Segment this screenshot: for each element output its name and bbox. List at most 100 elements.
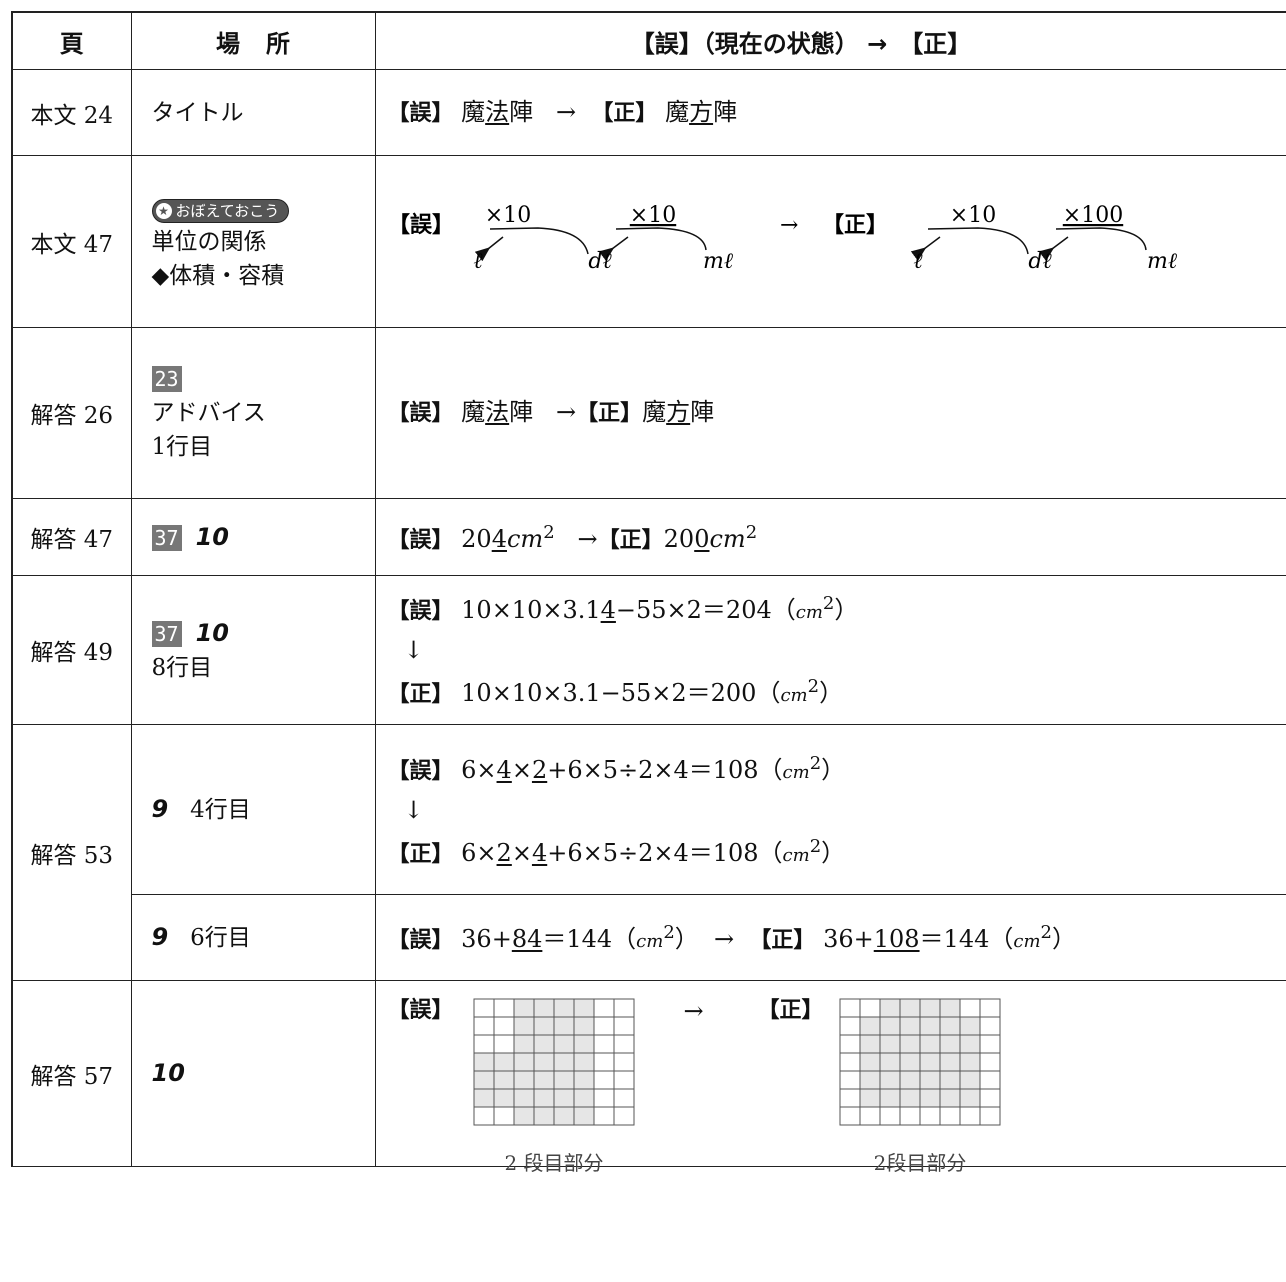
- memo-badge: ★おぼえておこう: [151, 198, 290, 223]
- problem-number-badge: 37: [151, 620, 182, 647]
- grid-cell: [839, 1106, 860, 1126]
- grid-cell: [593, 1016, 614, 1036]
- table-row: 解答 53 9 4行目 【誤】 6×4×2+6×5÷2×4＝108（cm2） ↓…: [11, 724, 1286, 981]
- arrow: →: [780, 213, 798, 238]
- grid-cell: [939, 998, 960, 1018]
- grid-cell: [553, 1052, 574, 1072]
- grid-cell: [859, 1106, 880, 1126]
- grid-cell: [473, 1034, 494, 1054]
- curved-arrow-head: [474, 235, 503, 261]
- grid-figure: [473, 998, 634, 1126]
- grid-cell: [859, 1088, 880, 1108]
- grid-cell: [553, 1088, 574, 1108]
- location-cell: ★おぼえておこう 単位の関係 ◆体積・容積: [130, 155, 376, 328]
- page-cell: 解答 57: [11, 980, 132, 1167]
- grid-cell: [593, 1088, 614, 1108]
- grid-cell: [573, 1106, 594, 1126]
- grid-cell: [513, 1070, 534, 1090]
- right-label: 【正】: [822, 213, 888, 238]
- grid-cell: [553, 1106, 574, 1126]
- grid-cell: [493, 1088, 514, 1108]
- grid-cell: [493, 1070, 514, 1090]
- sub-problem-number: 10: [195, 618, 229, 647]
- grid-cell: [899, 1034, 920, 1054]
- grid-cell: [839, 1034, 860, 1054]
- grid-cell: [879, 1070, 900, 1090]
- wrong-label: 【誤】: [388, 212, 454, 238]
- grid-cell: [979, 1106, 1000, 1126]
- grid-cell: [553, 1034, 574, 1054]
- grid-cell: [573, 1016, 594, 1036]
- wrong-label: 【誤】: [387, 401, 454, 426]
- fix-cell: 【誤】 2 段目部分 → 【正】 2段目部分: [374, 980, 1286, 1175]
- multiplier-label: ×10: [484, 203, 530, 228]
- grid-cell: [859, 998, 880, 1018]
- grid-cell: [493, 1016, 514, 1036]
- header-page: 頁: [11, 11, 132, 70]
- table-row: 本文 24 タイトル 【誤】 魔法陣 → 【正】 魔方陣: [11, 69, 1286, 156]
- right-label: 【正】: [387, 682, 454, 707]
- table-row: 9 6行目 【誤】 36+84＝144（cm2） → 【正】 36+108＝14…: [12, 894, 1286, 981]
- grid-cell: [513, 1016, 534, 1036]
- grid-cell: [513, 1088, 534, 1108]
- grid-cell: [939, 1070, 960, 1090]
- grid-cell: [979, 1052, 1000, 1072]
- grid-cell: [839, 1016, 860, 1036]
- unit-conversion-diagram: 【誤】 ×10 ×10 ℓ dℓ mℓ → 【正】 ×10 ×100 ℓ dℓ: [388, 203, 1178, 274]
- page-cell: 解答 26: [11, 327, 132, 499]
- grid-cell: [473, 1016, 494, 1036]
- page-cell: 解答 47: [11, 498, 132, 576]
- unit-milliliter: mℓ: [702, 249, 733, 274]
- grid-cell: [899, 998, 920, 1018]
- wrong-label: 【誤】: [387, 758, 454, 784]
- fix-cell: 【誤】 10×10×3.14−55×2＝204（cm2） ↓ 【正】 10×10…: [374, 575, 1286, 725]
- wrong-label: 【誤】: [387, 528, 454, 553]
- grid-cell: [593, 1106, 614, 1126]
- grid-cell: [979, 998, 1000, 1018]
- problem-number-badge: 37: [151, 524, 182, 551]
- multiplier-label: ×100: [1062, 203, 1122, 228]
- right-label: 【正】: [591, 100, 658, 126]
- down-arrow: ↓: [403, 795, 424, 824]
- grid-cell: [899, 1106, 920, 1126]
- grid-cell: [979, 1034, 1000, 1054]
- page-cell: 解答 49: [11, 575, 132, 725]
- fix-cell: 【誤】 204cm2 →【正】200cm2: [374, 498, 1286, 576]
- grid-cell: [493, 1034, 514, 1054]
- grid-cell: [593, 1070, 614, 1090]
- location-cell: 10: [130, 980, 376, 1167]
- grid-cell: [573, 1088, 594, 1108]
- wrong-label: 【誤】: [387, 928, 454, 953]
- grid-cell: [859, 1016, 880, 1036]
- grid-cell: [473, 1052, 494, 1072]
- fix-cell: 【誤】 36+84＝144（cm2） → 【正】 36+108＝144（cm2）: [374, 894, 1286, 981]
- grid-cell: [473, 1106, 494, 1126]
- sub-problem-number: 9: [151, 795, 169, 823]
- grid-cell: [613, 1106, 634, 1126]
- grid-cell: [899, 1052, 920, 1072]
- right-label: 【正】: [576, 401, 643, 426]
- grid-cell: [573, 998, 594, 1018]
- grid-cell: [493, 1106, 514, 1126]
- grid-cell: [613, 1070, 634, 1090]
- grid-cell: [553, 1070, 574, 1090]
- grid-cell: [939, 1088, 960, 1108]
- grid-cell: [959, 1070, 980, 1090]
- grid-cell: [859, 1034, 880, 1054]
- grid-cell: [493, 1052, 514, 1072]
- grid-cell: [979, 1088, 1000, 1108]
- wrong-label: 【誤】: [387, 998, 454, 1023]
- grid-cell: [859, 1070, 880, 1090]
- grid-cell: [939, 1106, 960, 1126]
- grid-cell: [593, 998, 614, 1018]
- header-row: 頁 場所 【誤】（現在の状態） → 【正】: [11, 11, 1286, 70]
- grid-cell: [533, 1088, 554, 1108]
- grid-cell: [899, 1070, 920, 1090]
- header-fix: 【誤】（現在の状態） → 【正】: [374, 11, 1286, 70]
- grid-cell: [613, 998, 634, 1018]
- arrow: →: [556, 97, 577, 126]
- grid-cell: [493, 998, 514, 1018]
